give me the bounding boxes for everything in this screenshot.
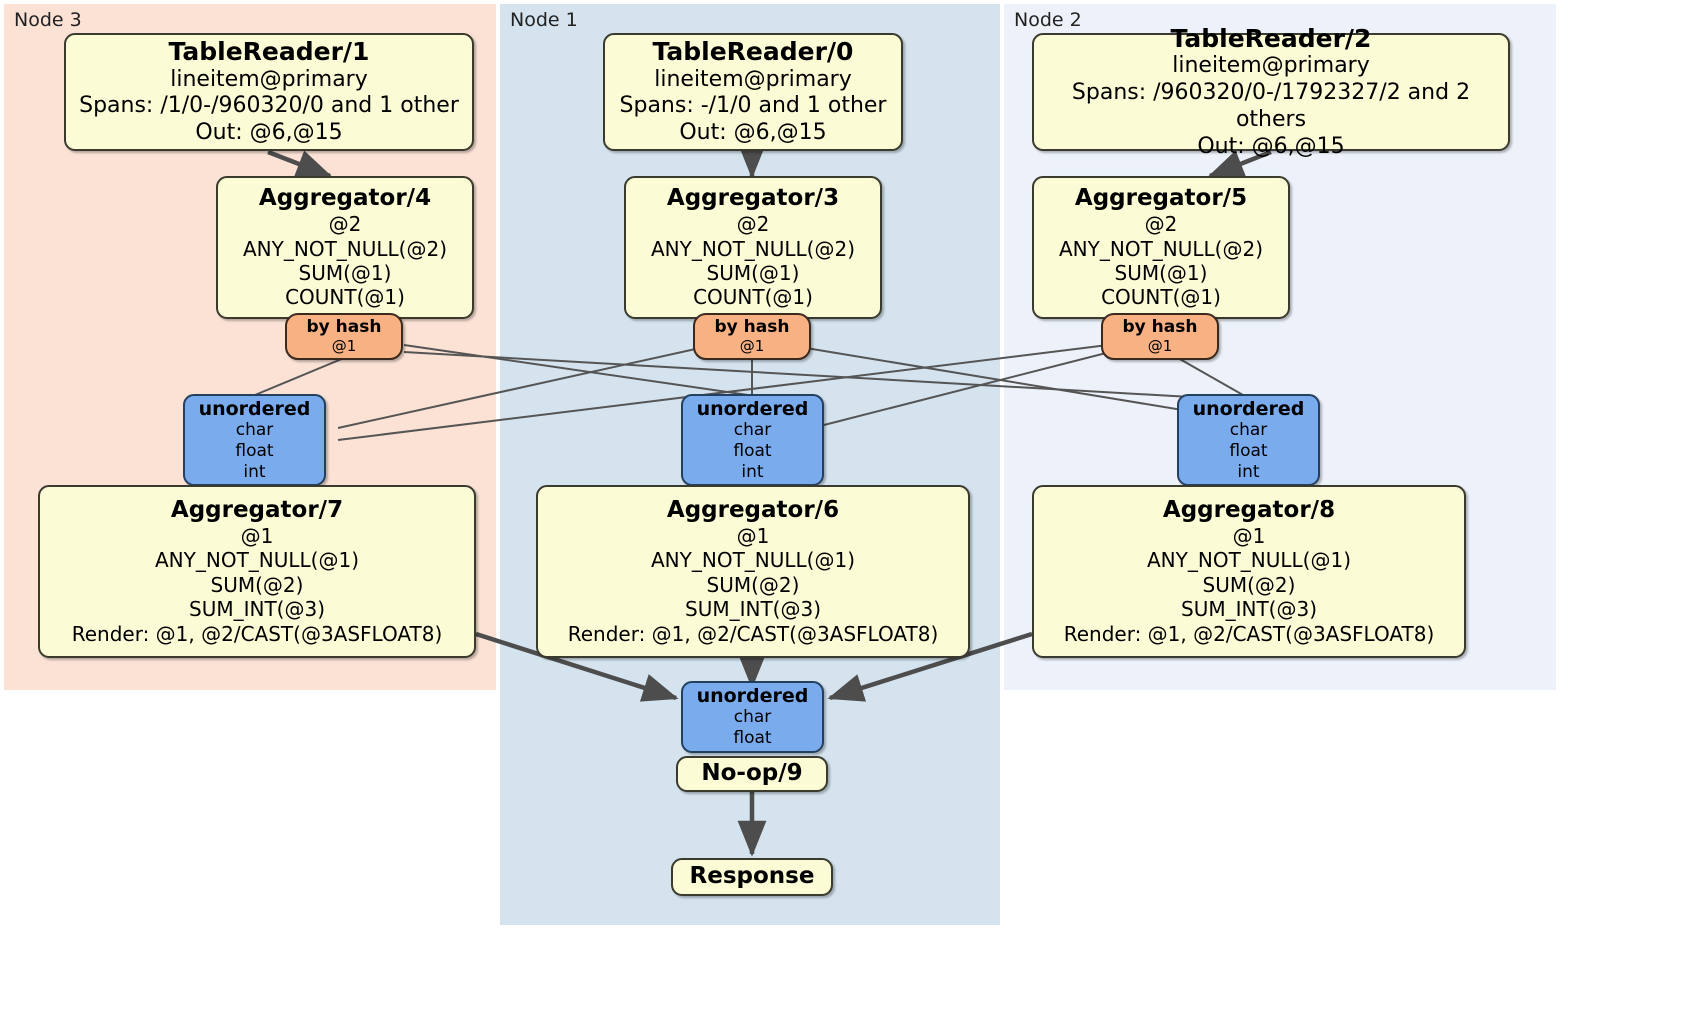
node-title: Aggregator/7	[170, 496, 344, 523]
processor-aggregator-8[interactable]: Aggregator/8 @1 ANY_NOT_NULL(@1) SUM(@2)…	[1032, 485, 1466, 658]
node-title: Aggregator/4	[258, 185, 432, 212]
sync-detail: char	[733, 420, 772, 441]
processor-aggregator-7[interactable]: Aggregator/7 @1 ANY_NOT_NULL(@1) SUM(@2)…	[38, 485, 476, 658]
node-detail: Spans: /960320/0-/1792327/2 and 2 others	[1071, 79, 1471, 132]
node-detail: COUNT(@1)	[693, 285, 813, 310]
panel-node-1-label: Node 1	[510, 9, 578, 31]
router-title: by hash	[714, 317, 790, 338]
processor-response[interactable]: Response	[671, 858, 833, 896]
sync-title: unordered	[198, 397, 311, 420]
node-title: Response	[689, 863, 815, 890]
panel-node-3-label: Node 3	[14, 9, 82, 31]
node-title: Aggregator/8	[1162, 496, 1336, 523]
node-detail: lineitem@primary	[654, 66, 852, 92]
sync-detail: float	[1229, 440, 1268, 461]
output-router-by-hash-center[interactable]: by hash @1	[693, 313, 811, 360]
router-detail: @1	[1147, 337, 1173, 356]
sync-title: unordered	[696, 397, 809, 420]
router-title: by hash	[1122, 317, 1198, 338]
node-detail: lineitem@primary	[170, 66, 368, 92]
node-detail: ANY_NOT_NULL(@1)	[155, 548, 359, 573]
node-title: TableReader/2	[1170, 23, 1372, 53]
sync-detail: int	[243, 461, 266, 482]
node-title: Aggregator/5	[1074, 185, 1248, 212]
node-detail: SUM(@2)	[1202, 572, 1296, 597]
node-title: Aggregator/3	[666, 185, 840, 212]
panel-node-2-label: Node 2	[1014, 9, 1082, 31]
sync-detail: char	[733, 707, 772, 728]
node-detail: ANY_NOT_NULL(@1)	[651, 548, 855, 573]
sync-title: unordered	[696, 685, 809, 708]
output-router-by-hash-right[interactable]: by hash @1	[1101, 313, 1219, 360]
node-detail: SUM(@1)	[706, 261, 800, 286]
node-detail: @2	[736, 212, 770, 237]
node-detail: COUNT(@1)	[285, 285, 405, 310]
node-detail: @1	[1232, 524, 1266, 549]
processor-no-op-9[interactable]: No-op/9	[676, 756, 828, 792]
node-detail: SUM_INT(@3)	[1181, 597, 1317, 622]
node-detail: SUM(@2)	[210, 572, 304, 597]
node-title: TableReader/0	[652, 37, 854, 66]
node-detail: Render: @1, @2/CAST(@3ASFLOAT8)	[71, 621, 443, 646]
node-detail: ANY_NOT_NULL(@1)	[1147, 548, 1351, 573]
router-detail: @1	[331, 337, 357, 356]
processor-table-reader-0[interactable]: TableReader/0 lineitem@primary Spans: -/…	[603, 33, 903, 151]
processor-table-reader-2[interactable]: TableReader/2 lineitem@primary Spans: /9…	[1032, 24, 1510, 159]
node-detail: Out: @6,@15	[679, 120, 827, 146]
node-title: TableReader/1	[168, 37, 370, 66]
sync-detail: char	[1229, 420, 1268, 441]
input-sync-unordered-right[interactable]: unordered char float int	[1177, 394, 1320, 486]
node-title: No-op/9	[701, 760, 803, 787]
processor-aggregator-5[interactable]: Aggregator/5 @2 ANY_NOT_NULL(@2) SUM(@1)…	[1032, 176, 1290, 319]
processor-aggregator-3[interactable]: Aggregator/3 @2 ANY_NOT_NULL(@2) SUM(@1)…	[624, 176, 882, 319]
node-detail: @1	[240, 524, 274, 549]
input-sync-unordered-left[interactable]: unordered char float int	[183, 394, 326, 486]
router-title: by hash	[306, 317, 382, 338]
input-sync-unordered-final[interactable]: unordered char float	[681, 681, 824, 753]
sync-detail: float	[733, 728, 772, 749]
node-detail: Spans: -/1/0 and 1 other	[619, 93, 887, 119]
router-detail: @1	[739, 337, 765, 356]
processor-aggregator-4[interactable]: Aggregator/4 @2 ANY_NOT_NULL(@2) SUM(@1)…	[216, 176, 474, 319]
node-detail: ANY_NOT_NULL(@2)	[651, 236, 855, 261]
node-detail: lineitem@primary	[1172, 53, 1370, 79]
node-detail: ANY_NOT_NULL(@2)	[1059, 236, 1263, 261]
processor-table-reader-1[interactable]: TableReader/1 lineitem@primary Spans: /1…	[64, 33, 474, 151]
output-router-by-hash-left[interactable]: by hash @1	[285, 313, 403, 360]
node-detail: Out: @6,@15	[195, 120, 343, 146]
node-detail: Render: @1, @2/CAST(@3ASFLOAT8)	[567, 621, 939, 646]
node-detail: COUNT(@1)	[1101, 285, 1221, 310]
sync-detail: int	[741, 461, 764, 482]
node-detail: Render: @1, @2/CAST(@3ASFLOAT8)	[1063, 621, 1435, 646]
node-detail: @1	[736, 524, 770, 549]
node-detail: SUM_INT(@3)	[189, 597, 325, 622]
node-detail: @2	[1144, 212, 1178, 237]
node-detail: SUM_INT(@3)	[685, 597, 821, 622]
sync-detail: int	[1237, 461, 1260, 482]
node-detail: Out: @6,@15	[1197, 133, 1345, 159]
node-detail: SUM(@2)	[706, 572, 800, 597]
sync-detail: char	[235, 420, 274, 441]
sync-detail: float	[235, 440, 274, 461]
node-detail: SUM(@1)	[1114, 261, 1208, 286]
node-detail: ANY_NOT_NULL(@2)	[243, 236, 447, 261]
processor-aggregator-6[interactable]: Aggregator/6 @1 ANY_NOT_NULL(@1) SUM(@2)…	[536, 485, 970, 658]
node-detail: SUM(@1)	[298, 261, 392, 286]
node-detail: Spans: /1/0-/960320/0 and 1 other	[79, 93, 459, 119]
node-title: Aggregator/6	[666, 496, 840, 523]
sync-detail: float	[733, 440, 772, 461]
input-sync-unordered-center[interactable]: unordered char float int	[681, 394, 824, 486]
node-detail: @2	[328, 212, 362, 237]
sync-title: unordered	[1192, 397, 1305, 420]
